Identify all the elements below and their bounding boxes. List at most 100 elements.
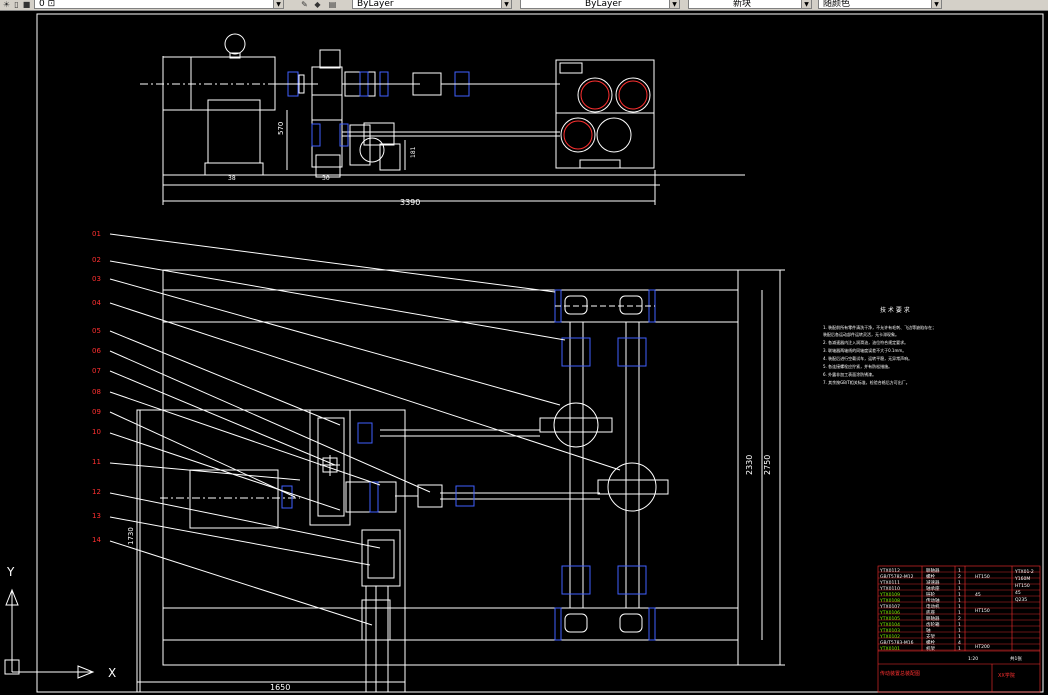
title-block-row-qty: 1 [958,592,961,598]
title-block-row-code: YTX0101 [879,646,900,652]
leader-labels: 01 02 03 04 05 06 07 08 09 10 11 12 13 1… [92,230,101,544]
dim-text-width: 3390 [400,198,420,207]
chevron-down-icon[interactable]: ▼ [931,0,941,8]
leader-label: 05 [92,327,101,335]
title-block-row-code: YTX0107 [879,604,900,610]
ucs-x-label: X [108,666,116,680]
title-block-row-name: 减速器 [926,579,940,586]
layer-lock-icon[interactable]: ▯ [14,0,19,9]
leader-label: 07 [92,367,101,375]
title-block-row-name: 齿轮箱 [926,621,940,628]
motor-frame [136,409,406,693]
leader-label: 04 [92,299,101,307]
title-block-row-code: YTX0104 [879,622,900,628]
layer-state-icon[interactable]: ☀ [2,0,11,9]
title-block-row-code: YTX0111 [879,580,900,586]
layer-previous-icon[interactable]: ◆ [314,0,321,9]
title-block-row-name: 联轴器 [926,567,940,574]
title-block-row-qty: 1 [958,580,961,586]
ucs-y-label: Y [6,565,15,579]
leader-label: 06 [92,347,101,355]
textstyle-dropdown[interactable]: 新块 ▼ [688,0,812,9]
lineweight-dropdown[interactable]: ByLayer ▼ [520,0,680,9]
title-block-row-code: GB/T5782-M12 [880,574,914,580]
title-block-row-qty: 1 [958,604,961,610]
title-block-row-name: 轴承座 [926,585,940,592]
title-block-row-code: GB/T5783-M16 [880,640,914,646]
title-block-row-name: 链轮 [926,591,935,598]
linetype-dropdown-value: ByLayer [357,0,394,9]
title-block-row-qty: 1 [958,646,961,652]
title-block-row-qty: 1 [958,628,961,634]
title-block-row-code: YTX0110 [879,586,900,592]
title-block-row-name: 传动轴 [926,597,940,604]
chevron-down-icon[interactable]: ▼ [501,0,511,8]
properties-toolbar: ☀ ▯ ■ 0 ⊡ ▼ ✎ ◆ ▤ ByLayer ▼ ByLayer ▼ 新块… [0,0,1048,11]
label-base: 30 [322,175,330,182]
notes-line: 7. 其余按GB/T相关标准，检验合格后方可出厂。 [823,379,910,385]
leader-label: 03 [92,275,101,283]
notes-line: 5. 各连接螺栓应拧紧，并有防松措施。 [823,363,892,369]
title-block-row-name: 联轴器 [926,615,940,622]
base-frame [162,269,739,666]
title-block-row-qty: 2 [958,574,961,580]
material-label: HT200 [975,644,990,650]
layers-icon[interactable]: ▤ [328,0,337,9]
dim-text-bottom: 1650 [270,683,290,692]
title-scale: 1:20 [968,656,978,662]
elevation-view: 3390 38 30 570 [140,33,745,207]
dim-text-small: 181 [410,146,417,158]
side-label: Q235 [1015,597,1027,603]
label-motor-base: 38 [228,175,236,182]
title-block-row-code: YTX0106 [879,610,900,616]
gearbox-2 [555,59,655,169]
leader-label: 10 [92,428,101,436]
title-block [877,565,1041,693]
title-block-row-code: YTX0109 [879,592,900,598]
bearing-block-bottom [554,607,656,641]
chevron-down-icon[interactable]: ▼ [801,0,811,8]
title-block-row-name: 螺栓 [926,639,935,646]
textstyle-dropdown-value: 新块 [733,0,752,9]
side-label: YTX01-2 [1014,569,1034,575]
side-label: HT150 [1015,583,1030,589]
gearbox-1 [311,66,343,168]
leader-label: 01 [92,230,101,238]
title-block-row-qty: 2 [958,616,961,622]
title-block-row-name: 底座 [926,609,935,616]
title-block-row-qty: 1 [958,586,961,592]
dim-text-height: 570 [277,122,285,135]
notes-line: 4. 装配后进行空载试车，运转平稳，无异常声响。 [823,355,912,361]
plan-view: 2750 2330 1730 1650 [109,233,785,693]
sheet-border [36,13,1044,693]
title-block-row-name: 螺栓 [926,573,935,580]
bevel-gear-housing-2 [607,462,657,512]
make-current-icon[interactable]: ✎ [301,0,308,9]
technical-notes: 技 术 要 求 1. 装配前所有零件清洗干净，不允许有毛刺、飞边等缺陷存在； 装… [823,306,936,385]
title-block-org: XX学院 [998,672,1015,679]
bevel-gear-housing-1 [553,402,599,448]
chevron-down-icon[interactable]: ▼ [273,0,283,8]
chevron-down-icon[interactable]: ▼ [669,0,679,8]
title-block-row-name: 电动机 [926,603,940,610]
lineweight-dropdown-value: ByLayer [585,0,622,9]
title-block-text: YTX01-2 Y160M HT150 45 Q235 HT150 45 HT1… [880,569,1034,679]
leader-label: 14 [92,536,101,544]
linetype-dropdown[interactable]: ByLayer ▼ [352,0,512,9]
material-label: HT150 [975,608,990,614]
motor-base [207,99,261,164]
title-block-row-qty: 1 [958,610,961,616]
dimstyle-dropdown[interactable]: 随颜色 ▼ [818,0,942,9]
leader-label: 08 [92,388,101,396]
title-block-row-code: YTX0108 [879,598,900,604]
layer-color-icon[interactable]: ■ [22,0,31,9]
layer-dropdown[interactable]: 0 ⊡ ▼ [34,0,284,9]
side-label: Y160M [1014,576,1030,582]
layer-dropdown-value: 0 ⊡ [39,0,56,9]
dim-text-inner: 2330 [745,455,754,475]
title-block-row-code: YTX0105 [879,616,900,622]
title-sheet: 共1张 [1010,655,1022,662]
material-label: HT150 [975,574,990,580]
drawing-canvas[interactable]: 3390 38 30 570 [0,10,1048,695]
